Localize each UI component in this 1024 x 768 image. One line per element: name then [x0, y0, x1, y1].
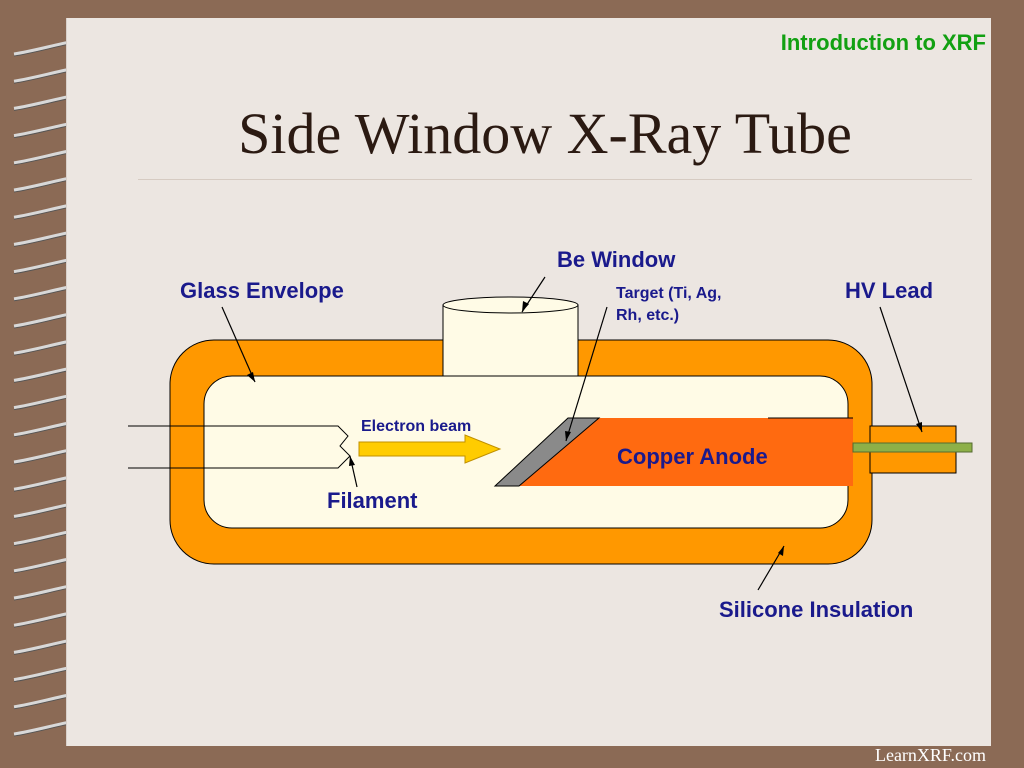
label-glass-envelope: Glass Envelope [180, 278, 344, 303]
label-be-window: Be Window [557, 247, 676, 272]
leader-hv-lead [879, 306, 923, 433]
leader-glass-envelope-head [247, 372, 255, 382]
title-divider [138, 179, 972, 180]
slide-title: Side Window X-Ray Tube [238, 101, 852, 166]
electron-beam-arrow [358, 434, 502, 464]
label-target: Target (Ti, Ag, Rh, etc.) [616, 283, 721, 327]
label-copper-anode: Copper Anode [617, 444, 768, 469]
filament-wires [128, 425, 351, 469]
header-tag: Introduction to XRF [780, 30, 986, 55]
label-silicone-insulation: Silicone Insulation [719, 597, 914, 622]
label-hv-lead: HV Lead [845, 278, 934, 303]
label-target-line2: Rh, etc.) [616, 307, 680, 324]
leader-hv-lead-head [916, 422, 922, 432]
leader-target-head [565, 431, 571, 441]
be-window-top [442, 296, 579, 314]
copper-anode-shape [580, 418, 853, 486]
leader-target [565, 306, 608, 442]
label-target-line1: Target (Ti, Ag, [616, 285, 722, 302]
hv-rod [852, 442, 973, 453]
leader-silicone-head [778, 546, 784, 556]
be-window-body [442, 304, 579, 378]
leader-be-window-head [522, 301, 529, 312]
label-electron-beam: Electron beam [361, 418, 472, 435]
target-shape [493, 417, 601, 487]
leader-filament-head [349, 456, 355, 466]
footer-site: LearnXRF.com [874, 745, 986, 765]
label-filament: Filament [327, 488, 418, 513]
leader-glass-envelope [221, 306, 256, 383]
